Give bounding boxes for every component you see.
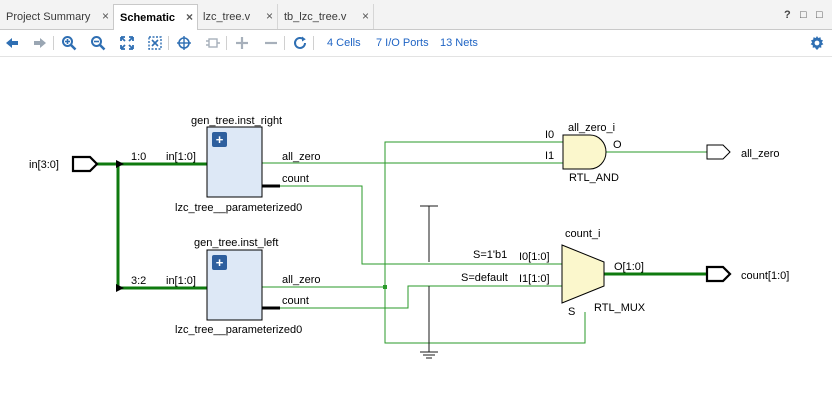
back-icon[interactable] [3, 34, 21, 52]
bus-ripper-bottom [116, 284, 124, 292]
tab-label: lzc_tree.v [203, 10, 251, 23]
settings-gear-icon[interactable] [808, 34, 826, 52]
schematic-toolbar: 4 Cells 7 I/O Ports 13 Nets [0, 30, 832, 57]
zoom-area-icon[interactable] [146, 34, 164, 52]
cells-link[interactable]: 4 Cells [327, 37, 361, 49]
mux-body [561, 244, 605, 304]
tab-schematic[interactable]: Schematic × [113, 4, 198, 31]
close-icon[interactable]: × [185, 10, 193, 24]
tab-label: Project Summary [6, 10, 91, 23]
close-icon[interactable]: × [361, 9, 369, 23]
junction-dot [383, 285, 387, 289]
inst-right-pin-count: count [282, 173, 309, 185]
expand-icon[interactable] [212, 255, 227, 270]
mux-pin-s: S [568, 306, 575, 318]
zoom-fit-icon[interactable] [118, 34, 136, 52]
inst-right-cell: lzc_tree__parameterized0 [175, 202, 302, 214]
mux-sel-i1: S=default [461, 272, 508, 284]
output-port-all-zero [706, 144, 731, 160]
autofit-icon[interactable] [175, 34, 193, 52]
io-ports-link[interactable]: 7 I/O Ports [376, 37, 429, 49]
mux-type: RTL_MUX [594, 302, 646, 314]
editor-tab-bar: Project Summary × Schematic × lzc_tree.v… [0, 0, 832, 31]
maximize-button[interactable]: □ [816, 9, 823, 21]
nets-link[interactable]: 13 Nets [440, 37, 478, 49]
inst-left-name: gen_tree.inst_left [194, 237, 278, 249]
refresh-icon[interactable] [291, 34, 309, 52]
net-count-left [262, 285, 562, 309]
mux-sel-i0: S=1'b1 [473, 249, 507, 261]
output-port-count-label: count[1:0] [741, 270, 789, 282]
input-bus-net [96, 162, 207, 290]
net-const-zero [420, 286, 438, 359]
tab-label: Schematic [120, 12, 176, 24]
close-icon[interactable]: × [101, 9, 109, 23]
restore-button[interactable]: □ [800, 9, 807, 21]
tab-label: tb_lzc_tree.v [284, 10, 347, 23]
tab-tb-lzc-tree-v[interactable]: tb_lzc_tree.v × [278, 4, 374, 29]
inst-right-pin-all-zero: all_zero [282, 151, 321, 163]
help-button[interactable]: ? [784, 9, 791, 21]
and-gate-body [562, 134, 607, 170]
tab-project-summary[interactable]: Project Summary × [0, 4, 114, 29]
schematic-canvas[interactable]: in[3:0] 1:0 3:2 gen_tree.inst_right + in… [0, 57, 832, 410]
zoom-out-icon[interactable] [89, 34, 107, 52]
output-port-all-zero-label: all_zero [741, 148, 780, 160]
inst-right-pin-in: in[1:0] [166, 151, 196, 163]
and-gate-type: RTL_AND [569, 172, 619, 184]
and-gate-name: all_zero_i [568, 122, 615, 134]
expand-icon[interactable] [204, 34, 222, 52]
net-count-right [262, 185, 562, 265]
and-pin-o: O [613, 139, 622, 151]
mux-pin-o: O[1:0] [614, 261, 644, 273]
inst-left-pin-count: count [282, 295, 309, 307]
input-port-label: in[3:0] [29, 159, 59, 171]
mux-pin-i1: I1[1:0] [519, 273, 550, 285]
net-const-one [420, 205, 438, 262]
zoom-in-icon[interactable] [60, 34, 78, 52]
expand-icon[interactable] [212, 132, 227, 147]
and-pin-i1: I1 [545, 150, 554, 162]
bus-ripper-top [116, 160, 124, 168]
mux-pin-i0: I0[1:0] [519, 251, 550, 263]
expand-label: + [216, 255, 224, 270]
net-all-zero-left [262, 141, 586, 344]
bus-tap-label-bottom: 3:2 [131, 275, 146, 287]
input-port-in [71, 155, 99, 173]
inst-right-block [206, 126, 263, 198]
bus-tap-label-top: 1:0 [131, 151, 146, 163]
close-icon[interactable]: × [265, 9, 273, 23]
add-icon[interactable] [233, 34, 251, 52]
and-pin-i0: I0 [545, 129, 554, 141]
inst-left-pin-in: in[1:0] [166, 275, 196, 287]
inst-right-name: gen_tree.inst_right [191, 115, 282, 127]
output-port-count [705, 265, 732, 283]
expand-label: + [216, 132, 224, 147]
tab-lzc-tree-v[interactable]: lzc_tree.v × [197, 4, 278, 29]
forward-icon[interactable] [31, 34, 49, 52]
inst-left-pin-all-zero: all_zero [282, 274, 321, 286]
inst-left-cell: lzc_tree__parameterized0 [175, 324, 302, 336]
remove-icon[interactable] [262, 34, 280, 52]
mux-name: count_i [565, 228, 600, 240]
